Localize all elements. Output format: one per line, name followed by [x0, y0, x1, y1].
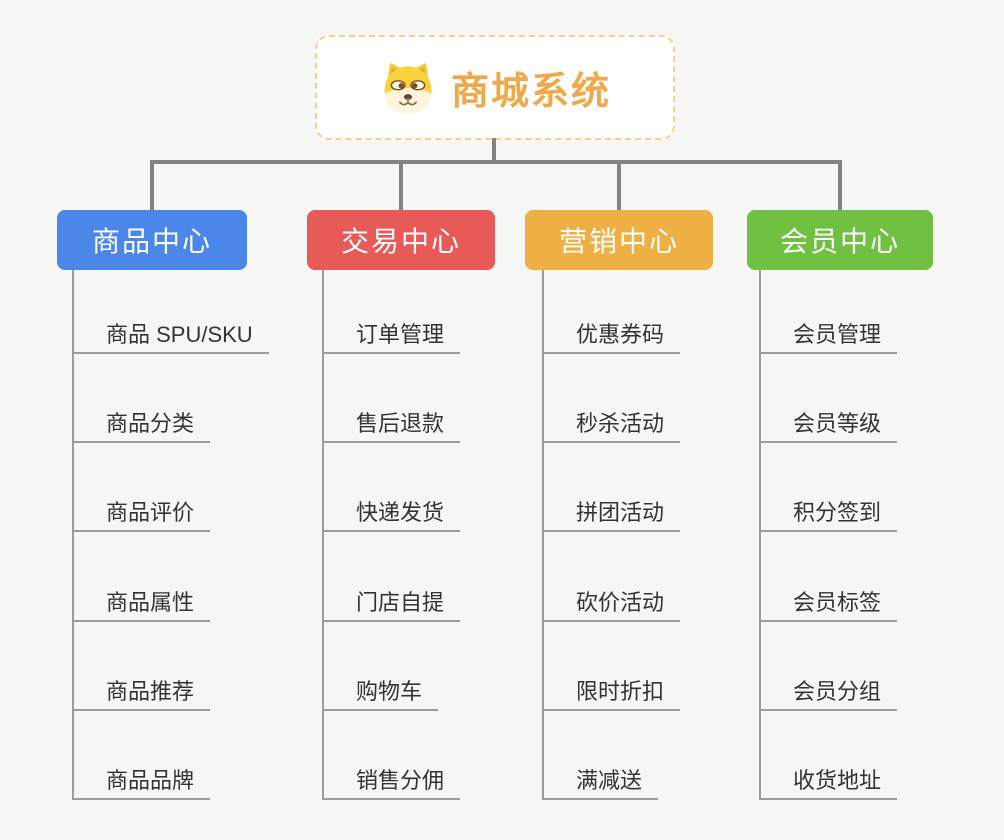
root-topic-title: 商城系统: [450, 71, 611, 113]
branch-column-line: [759, 270, 761, 800]
connector-drop-2: [399, 160, 403, 212]
branch-column-trade-center: 订单管理售后退款快递发货门店自提购物车销售分佣: [322, 270, 461, 800]
connector-drop-4: [838, 160, 842, 212]
topic-item[interactable]: 限时折扣: [542, 675, 681, 711]
branch-header-marketing-center[interactable]: 营销中心: [525, 210, 713, 270]
connector-horizontal-bar: [150, 160, 840, 164]
shiba-dog-icon: [379, 61, 437, 115]
topic-item[interactable]: 会员等级: [759, 407, 898, 443]
branch-column-marketing-center: 优惠券码秒杀活动拼团活动砍价活动限时折扣满减送: [542, 270, 681, 800]
topic-item[interactable]: 砍价活动: [542, 586, 681, 622]
topic-item[interactable]: 满减送: [542, 764, 659, 800]
topic-item[interactable]: 商品 SPU/SKU: [72, 318, 269, 354]
topic-item[interactable]: 商品推荐: [72, 675, 211, 711]
connector-drop-3: [617, 160, 621, 212]
branch-column-line: [72, 270, 74, 800]
topic-item[interactable]: 商品分类: [72, 407, 211, 443]
topic-item[interactable]: 订单管理: [322, 318, 461, 354]
topic-item[interactable]: 收货地址: [759, 764, 898, 800]
topic-item[interactable]: 会员管理: [759, 318, 898, 354]
topic-item[interactable]: 销售分佣: [322, 764, 461, 800]
topic-item[interactable]: 商品属性: [72, 586, 211, 622]
topic-item[interactable]: 商品评价: [72, 496, 211, 532]
branch-column-line: [322, 270, 324, 800]
topic-item[interactable]: 商品品牌: [72, 764, 211, 800]
topic-item[interactable]: 积分签到: [759, 496, 898, 532]
topic-item[interactable]: 优惠券码: [542, 318, 681, 354]
topic-item[interactable]: 门店自提: [322, 586, 461, 622]
topic-item[interactable]: 快递发货: [322, 496, 461, 532]
branch-header-product-center[interactable]: 商品中心: [57, 210, 247, 270]
connector-drop-1: [150, 160, 154, 212]
branch-column-member-center: 会员管理会员等级积分签到会员标签会员分组收货地址: [759, 270, 898, 800]
topic-item[interactable]: 秒杀活动: [542, 407, 681, 443]
topic-item[interactable]: 会员分组: [759, 675, 898, 711]
topic-item[interactable]: 售后退款: [322, 407, 461, 443]
topic-item[interactable]: 购物车: [322, 675, 439, 711]
root-topic[interactable]: 商城系统: [315, 35, 675, 140]
branch-header-member-center[interactable]: 会员中心: [747, 210, 933, 270]
branch-header-trade-center[interactable]: 交易中心: [307, 210, 495, 270]
connector-root-stub: [492, 138, 496, 164]
topic-item[interactable]: 拼团活动: [542, 496, 681, 532]
branch-column-product-center: 商品 SPU/SKU 商品分类商品评价商品属性商品推荐商品品牌: [72, 270, 269, 800]
branch-column-line: [542, 270, 544, 800]
topic-item[interactable]: 会员标签: [759, 586, 898, 622]
